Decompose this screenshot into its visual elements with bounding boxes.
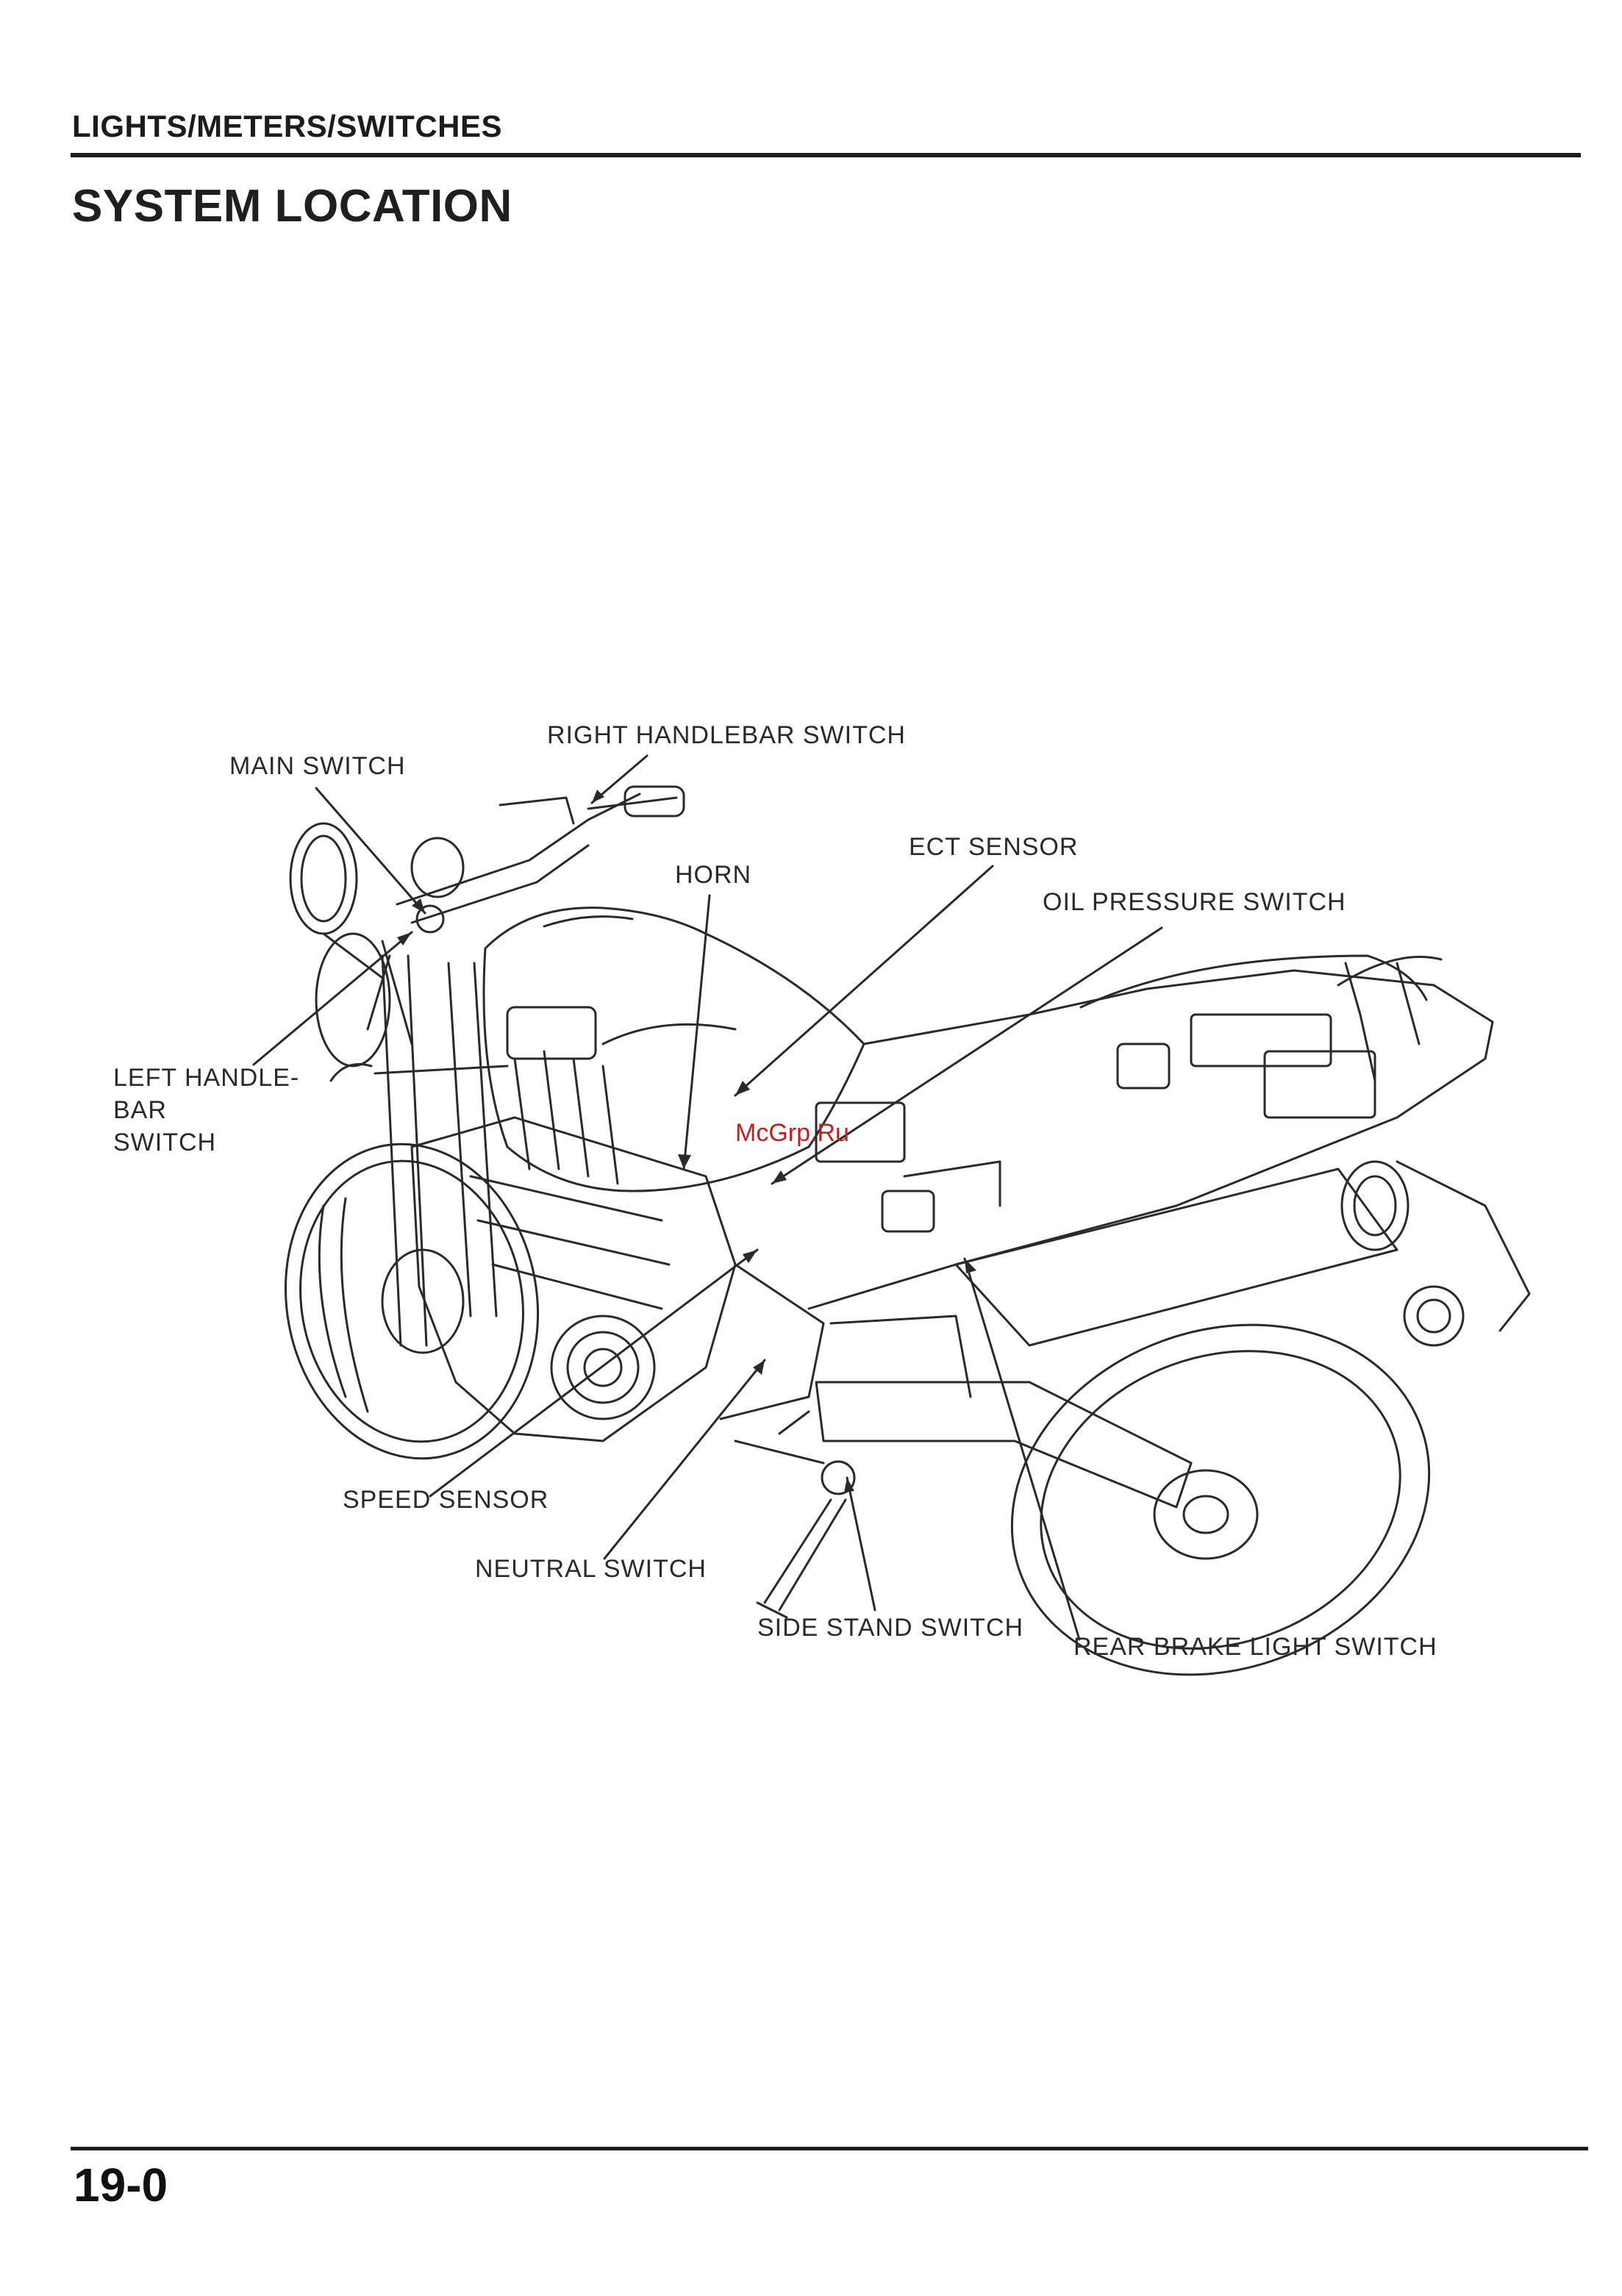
callout-horn: HORN bbox=[675, 859, 751, 891]
leader-left-handlebar-switch bbox=[254, 932, 412, 1065]
callout-main-switch: MAIN SWITCH bbox=[229, 750, 406, 782]
arrowhead-right-handlebar bbox=[592, 790, 604, 803]
callout-left-handlebar-line-3: SWITCH bbox=[113, 1126, 299, 1159]
leader-rear-brake-light-switch bbox=[965, 1259, 1079, 1639]
leader-horn bbox=[684, 895, 710, 1169]
arrowhead-speed-sensor bbox=[743, 1250, 757, 1263]
leader-ect-sensor bbox=[735, 866, 993, 1095]
fuel-tank bbox=[484, 908, 864, 1191]
callout-left-handlebar-switch: LEFT HANDLE- BAR SWITCH bbox=[113, 1062, 299, 1159]
front-wheel bbox=[261, 1124, 562, 1479]
callout-left-handlebar-line-2: BAR bbox=[113, 1094, 299, 1126]
leader-main-switch bbox=[316, 788, 425, 913]
callout-ect-sensor: ECT SENSOR bbox=[909, 831, 1078, 863]
page-number: 19-0 bbox=[74, 2158, 168, 2212]
frame-and-tail bbox=[809, 956, 1493, 1309]
callout-left-handlebar-line-1: LEFT HANDLE- bbox=[113, 1062, 299, 1094]
callout-side-stand-switch: SIDE STAND SWITCH bbox=[757, 1612, 1023, 1644]
arrowhead-oil-pressure bbox=[772, 1170, 787, 1184]
leader-neutral-switch bbox=[604, 1360, 765, 1559]
front-forks bbox=[375, 956, 507, 1345]
front-cockpit bbox=[290, 787, 684, 1081]
callout-oil-pressure-switch: OIL PRESSURE SWITCH bbox=[1043, 886, 1346, 918]
watermark: McGrp.Ru bbox=[735, 1119, 849, 1148]
callout-neutral-switch: NEUTRAL SWITCH bbox=[475, 1553, 707, 1585]
leader-side-stand-switch bbox=[847, 1478, 875, 1610]
leader-speed-sensor bbox=[430, 1250, 757, 1496]
callout-right-handlebar-switch: RIGHT HANDLEBAR SWITCH bbox=[547, 719, 906, 751]
callout-speed-sensor: SPEED SENSOR bbox=[343, 1484, 549, 1516]
arrowhead-horn bbox=[678, 1154, 691, 1169]
callout-rear-brake-light-switch: REAR BRAKE LIGHT SWITCH bbox=[1073, 1631, 1437, 1663]
footer-rule bbox=[71, 2147, 1588, 2150]
side-stand bbox=[735, 1412, 854, 1617]
swingarm bbox=[816, 1316, 1191, 1507]
muffler bbox=[956, 1162, 1529, 1345]
